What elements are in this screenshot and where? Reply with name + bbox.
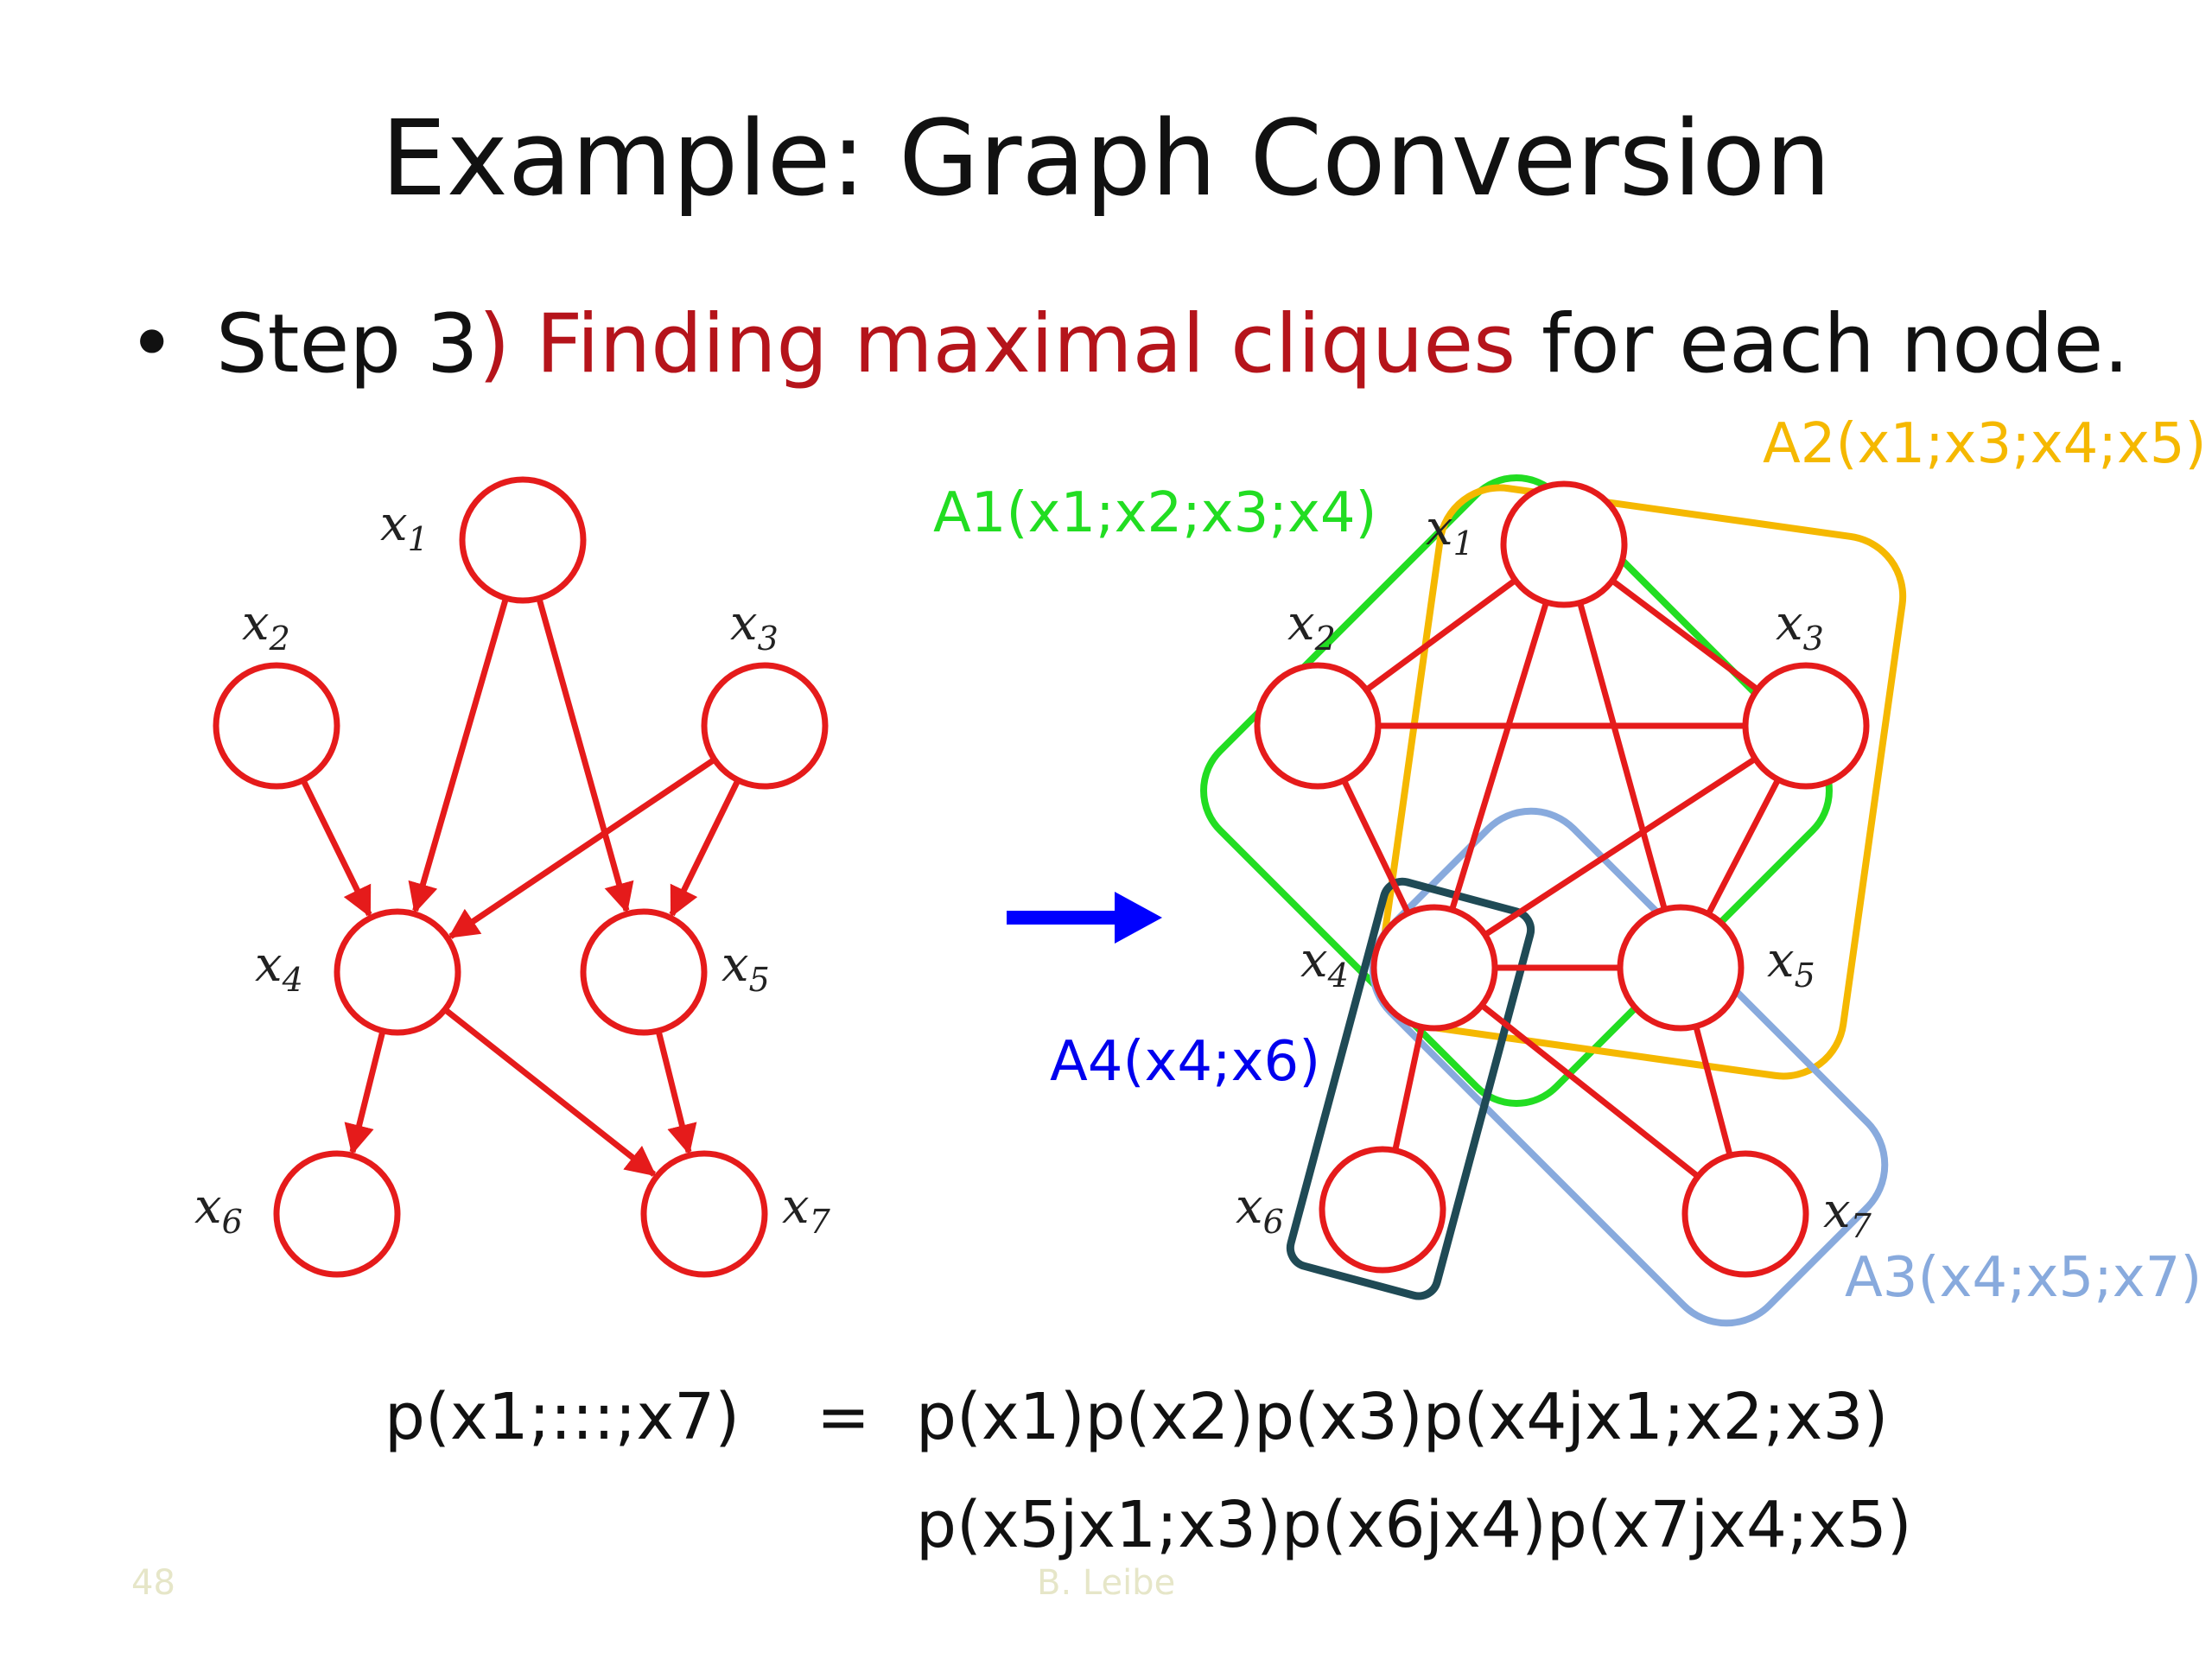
directed-edge-2-4 (300, 779, 372, 918)
moral-node-label-x7: x7 (1823, 1183, 1872, 1245)
directed-edge-3-5 (669, 779, 741, 918)
moral-node-x2 (1254, 662, 1382, 790)
conversion-arrow (1007, 892, 1162, 944)
clique-outline-a4 (1286, 877, 1535, 1300)
moral-node-x7 (1681, 1150, 1809, 1278)
directed-edge-4-7 (442, 1007, 657, 1177)
undirected-edge-4-7 (1432, 965, 1748, 1217)
page-number: 48 (131, 1563, 175, 1603)
node-x6 (273, 1150, 401, 1278)
directed-edge-3-4 (448, 757, 716, 939)
bullet-highlight: ) Finding maximal cliques (479, 297, 1516, 391)
directed-graph: x1 x2 x3 x4 x5 x6 x7 (194, 476, 831, 1278)
undirected-edge-1-4 (1431, 543, 1567, 969)
directed-edge-4-6 (344, 1030, 386, 1155)
slide-title: Example: Graph Conversion (381, 99, 1831, 219)
node-label-x4: x4 (255, 937, 303, 999)
moral-node-x5 (1617, 904, 1745, 1032)
moral-node-x3 (1742, 662, 1870, 790)
moral-node-label-x5: x5 (1767, 932, 1815, 995)
bullet-prefix: Step 3 (216, 297, 479, 391)
node-label-x3: x3 (730, 595, 779, 658)
node-label-x6: x6 (194, 1179, 243, 1241)
moral-node-label-x4: x4 (1300, 932, 1349, 995)
clique-outline-a3 (1369, 807, 1889, 1327)
directed-edge-5-7 (655, 1030, 697, 1155)
directed-edge-1-5 (536, 597, 634, 914)
node-label-x1: x1 (380, 496, 429, 558)
moral-node-x6 (1319, 1146, 1446, 1274)
node-x3 (701, 662, 829, 790)
undirected-edge-1-5 (1560, 543, 1684, 969)
clique-label-a4: A4(x4;x6) (1050, 1030, 1320, 1094)
clique-label-a2: A2(x1;x3;x4;x5) (1763, 412, 2207, 476)
node-x1 (459, 476, 587, 604)
undirected-edge-3-4 (1433, 723, 1808, 970)
node-x2 (213, 662, 340, 790)
directed-edge-1-4 (408, 597, 509, 914)
equation-rhs-line1: p(x1)p(x2)p(x3)p(x4jx1;x2;x3) (916, 1380, 1888, 1454)
moral-node-label-x2: x2 (1287, 595, 1336, 658)
moral-node-label-x6: x6 (1236, 1179, 1284, 1241)
moral-node-x4 (1370, 904, 1498, 1032)
node-x5 (580, 908, 708, 1036)
node-label-x7: x7 (782, 1179, 831, 1241)
equation-equals: = (817, 1380, 870, 1454)
clique-label-a1: A1(x1;x2;x3;x4) (933, 481, 1377, 545)
equation-rhs-line2: p(x5jx1;x3)p(x6jx4)p(x7jx4;x5) (916, 1488, 1912, 1562)
clique-label-a3: A3(x4;x5;x7) (1845, 1246, 2202, 1310)
bullet-suffix: for each node. (1516, 297, 2129, 391)
clique-outline-a2 (1376, 484, 1907, 1080)
bullet-line: Step 3) Finding maximal cliques for each… (216, 297, 2129, 391)
node-x4 (334, 908, 461, 1036)
moral-node-label-x3: x3 (1776, 595, 1824, 658)
moral-node-label-x1: x1 (1426, 500, 1474, 563)
moral-graph: x1 x2 x3 x4 x5 x6 x7 (1200, 474, 1907, 1327)
equation-lhs: p(x1;:::;x7) (385, 1380, 740, 1454)
bullet-marker: • (128, 297, 175, 391)
footer-author: B. Leibe (1037, 1563, 1175, 1603)
node-label-x2: x2 (242, 595, 290, 658)
moral-node-x1 (1500, 480, 1628, 608)
node-x7 (640, 1150, 768, 1278)
node-label-x5: x5 (721, 937, 770, 999)
